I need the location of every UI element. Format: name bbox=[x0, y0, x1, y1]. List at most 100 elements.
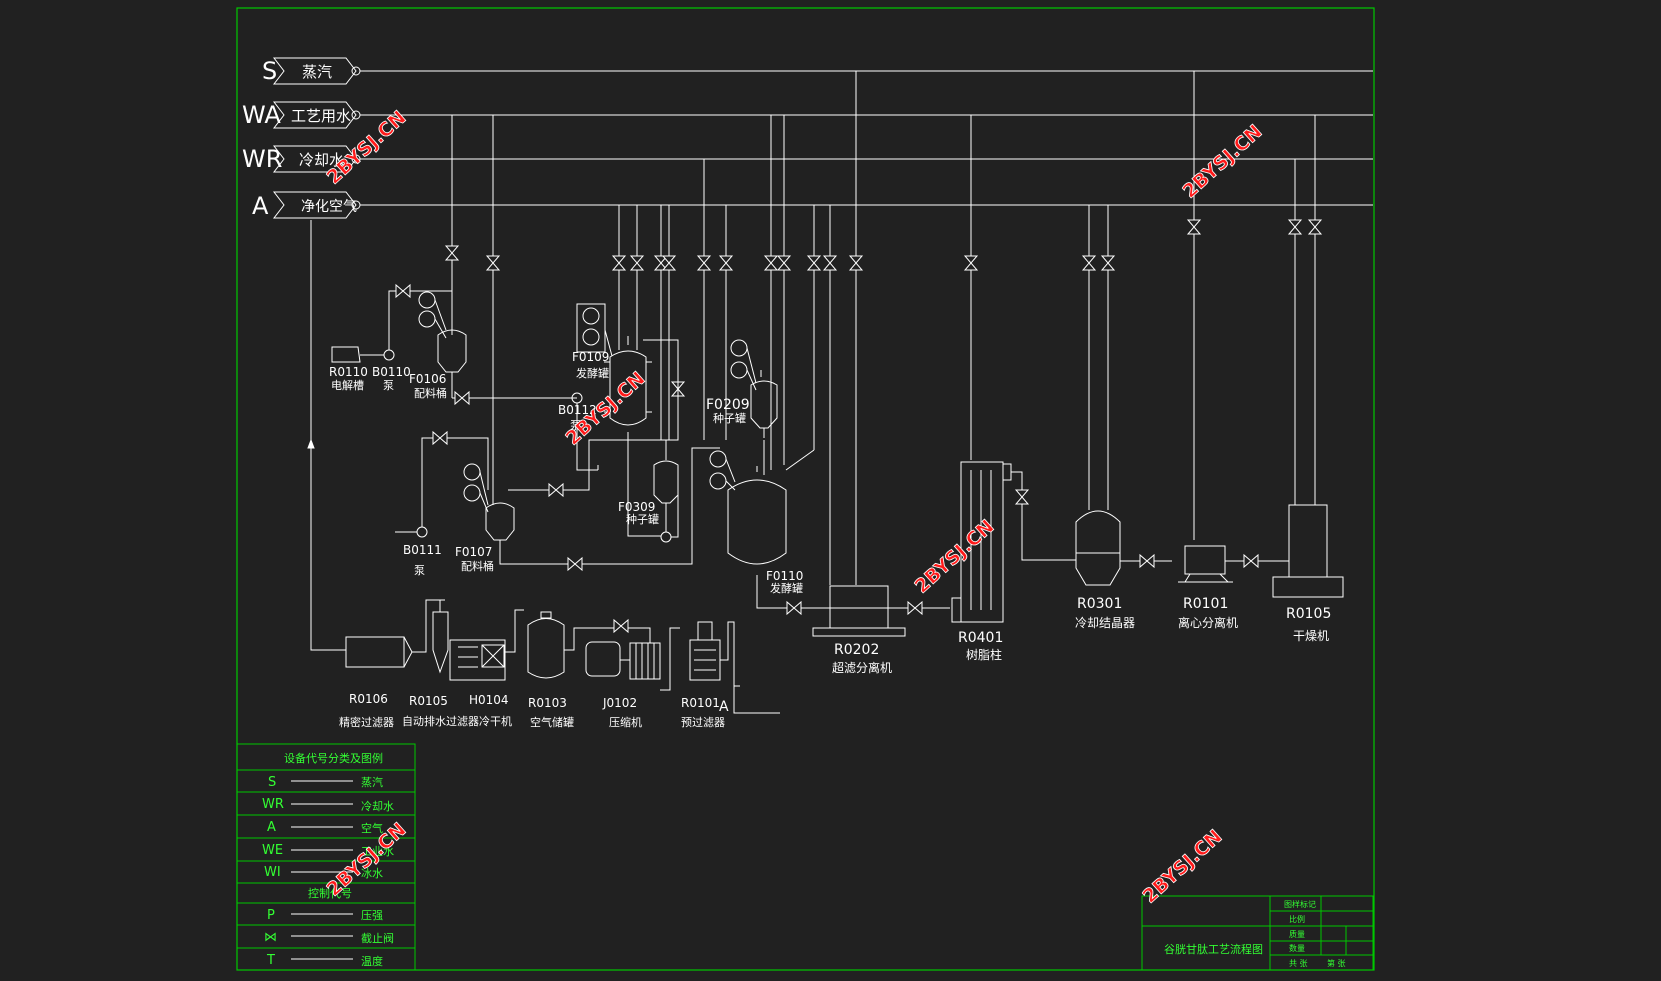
equipment-labels: R0110 电解槽 B0110 泵 F0106 配料桶 F0109 发酵罐 B0… bbox=[329, 350, 1331, 729]
f0107-tag: F0107 bbox=[455, 545, 492, 559]
utility-code-clean-air: A bbox=[252, 192, 269, 220]
b0110-tag: B0110 bbox=[372, 365, 411, 379]
air-inlet-label: A bbox=[719, 699, 729, 715]
f0110-tag: F0110 bbox=[766, 569, 803, 583]
r0105-dryer-tag: R0105 bbox=[1286, 606, 1331, 622]
r0301-tag: R0301 bbox=[1077, 596, 1122, 612]
utility-code-steam: S bbox=[262, 57, 277, 85]
r0106-filter bbox=[345, 636, 405, 668]
title-block-frame bbox=[1141, 895, 1374, 971]
legend-code-s: S bbox=[268, 775, 276, 790]
watermark: 2BYSJ.CN bbox=[1139, 826, 1227, 908]
fermentation-area bbox=[331, 290, 1344, 637]
b0111-pump bbox=[416, 526, 428, 538]
legend-code-p: P bbox=[267, 908, 275, 923]
r0301-crystallizer bbox=[1075, 510, 1121, 586]
j0102-tag: J0102 bbox=[602, 696, 637, 710]
r0110-tank bbox=[331, 346, 361, 363]
h0104-tag: H0104 bbox=[469, 693, 509, 707]
legend-name-we: 工业水 bbox=[361, 845, 394, 858]
b0112-tag: B0112 bbox=[558, 403, 597, 417]
legend-table: 设备代号分类及图例 S 蒸汽 WR 冷却水 A 空气 WE 工业水 WI 冰水 … bbox=[236, 743, 416, 971]
r0103-tag: R0103 bbox=[528, 696, 567, 710]
utility-line-clean-air bbox=[272, 191, 1373, 219]
f0110-name: 发酵罐 bbox=[770, 581, 803, 595]
header-drops bbox=[451, 71, 1316, 585]
drawing-title: 谷胱甘肽工艺流程图 bbox=[1164, 942, 1263, 956]
utility-line-process-water bbox=[272, 101, 1373, 129]
title-footer-2: 第 张 bbox=[1327, 958, 1346, 968]
legend-code-valve: ⋈ bbox=[264, 930, 277, 945]
legend-name-s: 蒸汽 bbox=[361, 775, 383, 789]
f0107-tank bbox=[485, 502, 515, 541]
title-footer-1: 共 张 bbox=[1289, 959, 1308, 968]
f0209-name: 种子罐 bbox=[713, 411, 746, 425]
r0103-air-tank bbox=[527, 618, 565, 679]
h0104-dryer bbox=[449, 639, 506, 681]
utility-name-process-water: 工艺用水 bbox=[291, 107, 351, 125]
j0102-compressor bbox=[585, 641, 621, 677]
legend-name-wr: 冷却水 bbox=[361, 800, 394, 813]
drawing-frame bbox=[236, 7, 1375, 971]
r0101-prefilter-name: 预过滤器 bbox=[681, 716, 725, 729]
f0106-tank bbox=[437, 329, 467, 373]
legend-subtitle: 控制代号 bbox=[308, 886, 352, 900]
legend-name-wi: 冰水 bbox=[361, 867, 383, 880]
utility-name-clean-air: 净化空气 bbox=[301, 199, 357, 215]
legend-code-wi: WI bbox=[264, 865, 281, 880]
r0301-name: 冷却结晶器 bbox=[1075, 616, 1135, 630]
utility-line-cooling-water bbox=[272, 145, 1373, 173]
h0104-name: 冷干机 bbox=[479, 714, 512, 728]
f0109-name: 发酵罐 bbox=[576, 366, 609, 380]
legend-title: 设备代号分类及图例 bbox=[284, 751, 383, 765]
r0101-centrifuge-name: 离心分离机 bbox=[1178, 615, 1238, 630]
title-block: 谷胱甘肽工艺流程图 图样标记 比例 质量 数量 共 张 第 张 bbox=[1141, 895, 1374, 971]
r0110-name: 电解槽 bbox=[331, 378, 364, 392]
legend-frame bbox=[236, 743, 416, 971]
r0105a-filter bbox=[432, 611, 449, 674]
r0202-tag: R0202 bbox=[834, 642, 879, 658]
legend-code-wr: WR bbox=[262, 797, 284, 812]
r0106-tag: R0106 bbox=[349, 692, 388, 706]
r0105-filter-tag: R0105 bbox=[409, 694, 448, 708]
f0309-tank bbox=[653, 460, 679, 504]
f0109-tag: F0109 bbox=[572, 350, 609, 364]
b0111-tag: B0111 bbox=[403, 543, 442, 557]
utility-name-steam: 蒸汽 bbox=[302, 63, 332, 81]
r0110-tag: R0110 bbox=[329, 365, 368, 379]
title-row-1: 图样标记 bbox=[1284, 899, 1316, 909]
f0309-pump bbox=[660, 531, 672, 543]
b0110-pump bbox=[383, 349, 395, 361]
legend-code-t: T bbox=[266, 953, 275, 968]
legend-name-p: 压强 bbox=[361, 909, 383, 922]
legend-code-we: WE bbox=[262, 843, 283, 858]
f0309-name: 种子罐 bbox=[626, 512, 659, 526]
legend-code-a: A bbox=[267, 820, 276, 835]
r0101-prefilter-tag: R0101 bbox=[681, 696, 720, 710]
utility-line-steam bbox=[272, 57, 1373, 85]
b0111-name: 泵 bbox=[414, 564, 425, 577]
f0110-tank bbox=[727, 479, 787, 565]
utility-labels: S 蒸汽 WA 工艺用水 WR 冷却水 A 净化空气 bbox=[242, 57, 357, 220]
legend-name-valve: 截止阀 bbox=[361, 931, 394, 945]
r0202-name: 超滤分离机 bbox=[832, 660, 892, 675]
r0101-centrifuge-tag: R0101 bbox=[1183, 596, 1228, 612]
title-row-4: 数量 bbox=[1289, 943, 1305, 953]
watermark: 2BYSJ.CN bbox=[911, 516, 999, 598]
valves bbox=[395, 219, 1323, 634]
watermark: 2BYSJ.CN bbox=[1179, 121, 1267, 203]
utility-name-cooling-water: 冷却水 bbox=[299, 151, 344, 169]
f0107-name: 配料桶 bbox=[461, 559, 494, 573]
r0105-dryer-name: 干燥机 bbox=[1293, 629, 1329, 643]
r0401-tag: R0401 bbox=[958, 630, 1003, 646]
title-row-2: 比例 bbox=[1289, 914, 1305, 924]
r0202-unit bbox=[829, 585, 889, 629]
f0209-tag: F0209 bbox=[706, 397, 750, 413]
r0105-filter-name: 自动排水过滤器 bbox=[402, 714, 479, 728]
f0109-tank bbox=[609, 350, 647, 426]
utility-headers bbox=[272, 57, 1373, 219]
r0401-column bbox=[960, 461, 1004, 623]
r0106-name: 精密过滤器 bbox=[339, 715, 394, 729]
utility-code-cooling-water: WR bbox=[242, 145, 282, 173]
